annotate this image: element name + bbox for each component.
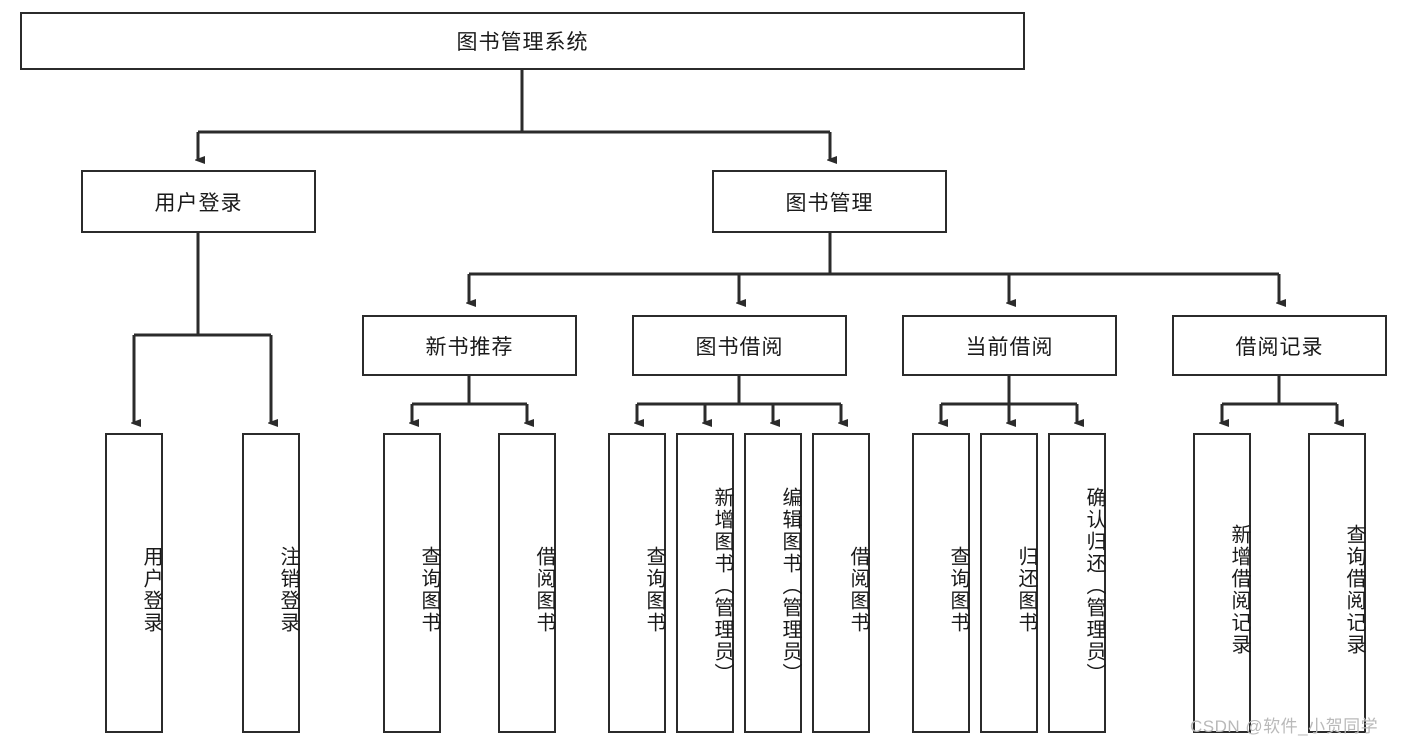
node-label: 图书借阅 <box>695 335 784 359</box>
node-label: 图书管理 <box>785 191 874 215</box>
node-label: 用户登录 <box>140 546 162 634</box>
node-label: 查询图书 <box>643 546 665 634</box>
node-label: 借阅图书 <box>533 546 555 634</box>
node-label: 归还图书 <box>1015 546 1037 634</box>
node-label: 当前借阅 <box>965 335 1054 359</box>
node-label: 用户登录 <box>154 191 243 215</box>
leaf-query-book-1[interactable]: 查询图书 <box>383 433 441 733</box>
leaf-query-book-3[interactable]: 查询图书 <box>912 433 970 733</box>
node-borrow-record[interactable]: 借阅记录 <box>1172 315 1387 376</box>
node-label: 新增图书（管理员） <box>711 487 733 685</box>
leaf-query-borrow-record[interactable]: 查询借阅记录 <box>1308 433 1366 733</box>
leaf-add-book-admin[interactable]: 新增图书（管理员） <box>676 433 734 733</box>
node-label: 注销登录 <box>277 546 299 634</box>
node-new-book-recommend[interactable]: 新书推荐 <box>362 315 577 376</box>
node-label: 图书管理系统 <box>456 31 589 54</box>
leaf-user-login[interactable]: 用户登录 <box>105 433 163 733</box>
node-book-management-system[interactable]: 图书管理系统 <box>20 12 1025 70</box>
node-label: 新书推荐 <box>425 335 514 359</box>
leaf-return-book[interactable]: 归还图书 <box>980 433 1038 733</box>
leaf-logout-login[interactable]: 注销登录 <box>242 433 300 733</box>
node-label: 编辑图书（管理员） <box>779 487 801 685</box>
node-label: 借阅图书 <box>847 546 869 634</box>
node-current-borrow[interactable]: 当前借阅 <box>902 315 1117 376</box>
node-label: 确认归还（管理员） <box>1083 487 1105 685</box>
node-book-borrow[interactable]: 图书借阅 <box>632 315 847 376</box>
leaf-confirm-return-admin[interactable]: 确认归还（管理员） <box>1048 433 1106 733</box>
watermark: CSDN @软件_小贺同学 <box>1190 717 1379 736</box>
leaf-query-book-2[interactable]: 查询图书 <box>608 433 666 733</box>
node-label: 查询借阅记录 <box>1343 524 1365 656</box>
node-user-login[interactable]: 用户登录 <box>81 170 316 233</box>
leaf-edit-book-admin[interactable]: 编辑图书（管理员） <box>744 433 802 733</box>
node-label: 新增借阅记录 <box>1228 524 1250 656</box>
node-book-management[interactable]: 图书管理 <box>712 170 947 233</box>
node-label: 查询图书 <box>418 546 440 634</box>
node-label: 查询图书 <box>947 546 969 634</box>
leaf-borrow-book-2[interactable]: 借阅图书 <box>812 433 870 733</box>
leaf-borrow-book-1[interactable]: 借阅图书 <box>498 433 556 733</box>
node-label: 借阅记录 <box>1235 335 1324 359</box>
leaf-add-borrow-record[interactable]: 新增借阅记录 <box>1193 433 1251 733</box>
